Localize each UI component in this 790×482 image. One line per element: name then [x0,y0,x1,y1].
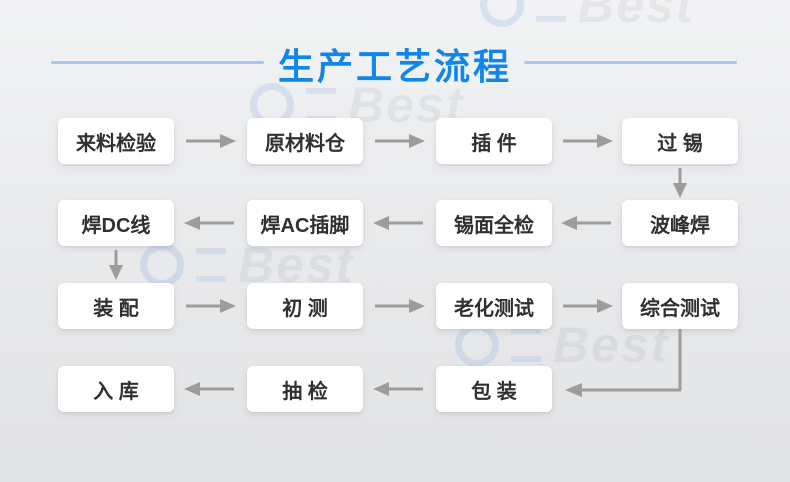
watermark-logo-icon [455,323,499,367]
watermark-bars-icon [536,0,566,22]
arrow-down-icon [109,250,123,280]
flow-step-incoming-inspection: 来料检验 [58,118,174,164]
flow-step-wave-soldering: 波峰焊 [622,200,738,246]
page-title: 生产工艺流程 [277,46,512,87]
watermark-bars-icon [196,248,226,282]
flow-step-comprehensive-test: 综合测试 [622,283,738,329]
flow-step-solder-surface-full-inspection: 锡面全检 [436,200,552,246]
title-divider-left [51,61,264,64]
arrow-right-icon [186,134,236,148]
arrow-right-icon [563,134,613,148]
flow-step-raw-material-warehouse: 原材料仓 [247,118,363,164]
flow-step-warehousing: 入 库 [58,366,174,412]
flow-step-solder-ac-pins: 焊AC插脚 [247,200,363,246]
flow-step-sampling-inspection: 抽 检 [247,366,363,412]
watermark-text: Best [578,0,695,33]
flow-step-solder-dc-wire: 焊DC线 [58,200,174,246]
flow-step-aging-test: 老化测试 [436,283,552,329]
arrow-right-icon [375,134,425,148]
elbow-arrow-left-icon [565,329,682,397]
flow-step-tinning: 过 锡 [622,118,738,164]
arrow-left-icon [184,216,234,230]
background-watermark: Best [480,0,694,30]
flow-step-packaging: 包 装 [436,366,552,412]
watermark-logo-icon [140,243,184,287]
flow-step-initial-test: 初 测 [247,283,363,329]
title-divider-right [524,61,737,64]
arrow-left-icon [373,382,423,396]
arrow-right-icon [186,299,236,313]
arrow-down-icon [673,168,687,198]
watermark-bars-icon [511,328,541,362]
arrow-left-icon [561,216,611,230]
arrow-right-icon [563,299,613,313]
watermark-bars-icon [306,88,336,122]
arrow-left-icon [373,216,423,230]
flow-step-component-insertion: 插 件 [436,118,552,164]
arrow-left-icon [184,382,234,396]
arrow-right-icon [375,299,425,313]
watermark-logo-icon [480,0,524,27]
flow-step-assembly: 装 配 [58,283,174,329]
